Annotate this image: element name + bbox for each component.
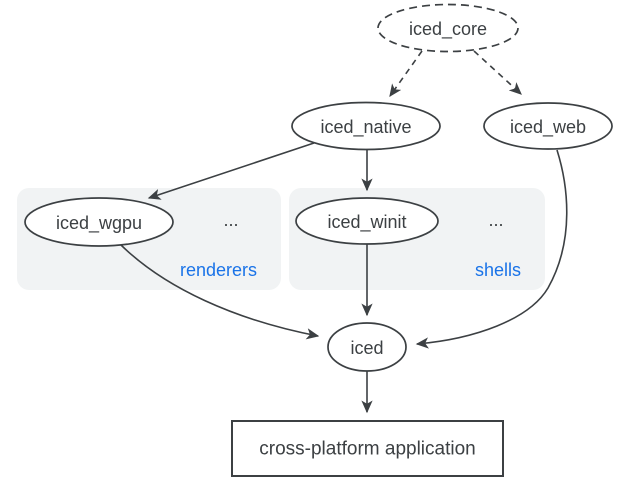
node-iced-core: [377, 3, 519, 53]
renderers-group-label: renderers: [180, 260, 257, 280]
edge-iced_wgpu-iced: [120, 244, 320, 340]
node-cross-platform-application: [231, 420, 504, 477]
node-iced-winit-label: iced_winit: [327, 212, 406, 233]
shells-group-label: shells: [475, 260, 521, 280]
node-iced-web: [483, 102, 613, 150]
edge-iced_web-iced: [415, 149, 568, 349]
node-iced: [327, 322, 407, 372]
shells-ellipsis: ...: [488, 210, 503, 230]
node-iced-core-label: iced_core: [409, 19, 487, 40]
edge-iced_core-iced_native: [389, 50, 423, 98]
node-iced-native-label: iced_native: [320, 117, 411, 138]
node-iced-native: [291, 101, 441, 151]
node-iced-wgpu-label: iced_wgpu: [56, 213, 142, 234]
edge-iced_native-iced_wgpu: [147, 142, 315, 200]
node-iced-web-label: iced_web: [510, 117, 586, 138]
node-iced-winit: [295, 197, 439, 245]
node-iced-label: iced: [350, 338, 383, 358]
node-iced-wgpu: [24, 197, 174, 247]
edge-iced_core-iced_web: [473, 50, 522, 95]
renderers-ellipsis: ...: [223, 210, 238, 230]
node-cross-platform-application-label: cross-platform application: [259, 439, 475, 460]
